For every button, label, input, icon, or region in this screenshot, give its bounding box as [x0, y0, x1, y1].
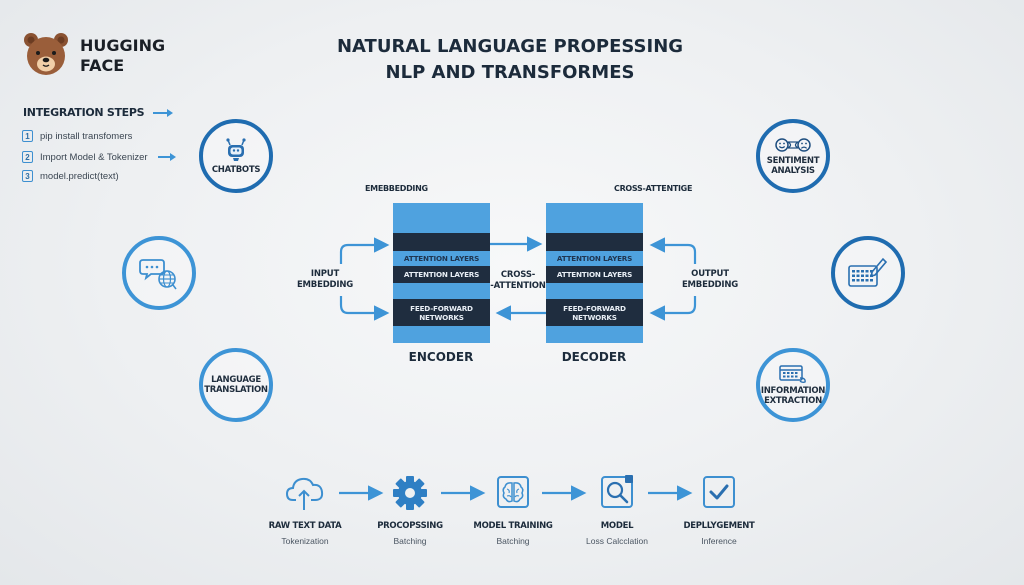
pipeline-step-name: MODEL	[600, 521, 634, 531]
pipeline-step-sub: Batching	[393, 536, 427, 546]
decoder-layer: ATTENTION LAYERS	[556, 254, 633, 263]
gear-icon	[393, 476, 427, 510]
output-label-line1: OUTPUT	[691, 269, 729, 279]
encoder-block: ATTENTION LAYERS ATTENTION LAYERS FEED-F…	[393, 203, 490, 343]
cloud-upload-icon	[285, 477, 324, 510]
decoder-top-label: CROSS-ATTENTIGE	[614, 184, 693, 193]
pipeline-step-model: MODEL Loss Calcclation	[562, 472, 672, 546]
pipeline-step-processing: PROCOPSSING Batching	[355, 472, 465, 546]
application-sentiment-analysis: SENTIMENT ANALYSIS	[756, 119, 830, 193]
checkbox-icon	[703, 476, 735, 508]
decoder-layer: FEED-FORWARD NETWORKS	[546, 299, 643, 326]
brand-name-line1: HUGGING	[80, 36, 166, 55]
input-label-line2: EMBEDDING	[296, 280, 354, 290]
pipeline-step-name: DEPLLYGEMENT	[683, 521, 755, 531]
page-title: NATURAL LANGUAGE PROPESSING NLP AND TRAN…	[230, 34, 790, 86]
decoder-layer: ATTENTION LAYERS	[546, 266, 643, 283]
pipeline-step-sub: Tokenization	[281, 536, 329, 546]
application-translation-icon-circle	[122, 236, 196, 310]
pipeline-step-model-training: MODEL TRAINING Batching	[458, 472, 568, 546]
integration-step: 3 model.predict(text)	[22, 170, 119, 182]
keyboard-pen-icon	[848, 257, 888, 287]
arrow-right-icon	[157, 153, 176, 161]
input-embedding-label: INPUT EMBEDDING	[290, 269, 360, 291]
cross-label-line1: CROSS-	[500, 270, 536, 280]
robot-icon	[226, 137, 246, 161]
brand-name-line2: FACE	[80, 56, 125, 75]
output-arrow-top	[649, 237, 697, 264]
arrow-right-icon	[153, 108, 174, 117]
integration-step: 1 pip install transfomers	[22, 130, 132, 142]
sentiment-faces-icon	[775, 137, 811, 152]
decoder-label: DECODER	[561, 350, 627, 364]
bear-face-icon	[24, 33, 68, 75]
pipeline-step-deployment: DEPLLYGEMENT Inference	[664, 472, 774, 546]
input-arrow-top	[339, 237, 390, 264]
integration-step: 2 Import Model & Tokenizer	[22, 151, 176, 163]
brand-logo: HUGGING FACE	[22, 30, 182, 80]
chat-globe-icon	[139, 259, 177, 290]
integration-steps-heading: INTEGRATION STEPS	[23, 106, 174, 119]
application-label: LANGUAGE TRANSLATION	[204, 375, 268, 395]
step-number: 2	[22, 151, 33, 163]
input-label-line1: INPUT	[310, 269, 340, 279]
step-number: 1	[22, 130, 33, 142]
encoder-layer: ATTENTION LAYERS	[393, 266, 490, 283]
brain-icon	[497, 476, 529, 508]
pipeline-step-name: PROCOPSSING	[377, 521, 443, 531]
application-label: CHATBOTS	[211, 164, 261, 175]
step-text: pip install transfomers	[40, 130, 133, 142]
table-extract-icon	[779, 365, 806, 384]
encoder-layer: ATTENTION LAYERS	[403, 254, 480, 263]
title-line1: NATURAL LANGUAGE PROPESSING	[336, 36, 684, 57]
input-arrow-bottom	[339, 296, 390, 321]
integration-steps-heading-text: INTEGRATION STEPS	[23, 106, 145, 119]
magnifier-icon	[601, 475, 633, 508]
decoder-block: ATTENTION LAYERS ATTENTION LAYERS FEED-F…	[546, 203, 643, 343]
cross-attention-label: CROSS- -ATTENTION	[483, 270, 553, 292]
pipeline-step-raw-text-data: RAW TEXT DATA Tokenization	[250, 472, 360, 546]
decoder-dark-band	[546, 233, 643, 251]
encoder-dark-band	[393, 233, 490, 251]
pipeline-step-name: RAW TEXT DATA	[268, 521, 342, 531]
application-label: SENTIMENT ANALYSIS	[766, 155, 820, 176]
encoder-layer: FEED-FORWARD NETWORKS	[393, 299, 490, 326]
pipeline-step-sub: Batching	[496, 536, 530, 546]
application-information-extraction: INFORMATION EXTRACTION	[756, 348, 830, 422]
step-text: Import Model & Tokenizer	[40, 151, 148, 163]
encoder-top-label: EMEBBEDDING	[365, 184, 428, 193]
cross-label-line2: -ATTENTION	[490, 281, 546, 291]
encoder-label: ENCODER	[408, 350, 474, 364]
output-embedding-label: OUTPUT EMBEDDING	[670, 269, 750, 291]
application-label: INFORMATION EXTRACTION	[760, 386, 826, 406]
output-label-line2: EMBEDDING	[681, 280, 739, 290]
pipeline-step-sub: Loss Calcclation	[586, 536, 648, 546]
pipeline-step-name: MODEL TRAINING	[473, 521, 553, 531]
application-language-translation: LANGUAGE TRANSLATION	[199, 348, 273, 422]
application-keyboard-icon-circle	[831, 236, 905, 310]
step-text: model.predict(text)	[40, 170, 119, 182]
pipeline-step-sub: Inference	[701, 536, 737, 546]
application-chatbots: CHATBOTS	[199, 119, 273, 193]
step-number: 3	[22, 170, 33, 182]
output-arrow-bottom	[649, 296, 697, 321]
title-line2: NLP AND TRANSFORMES	[385, 62, 635, 83]
